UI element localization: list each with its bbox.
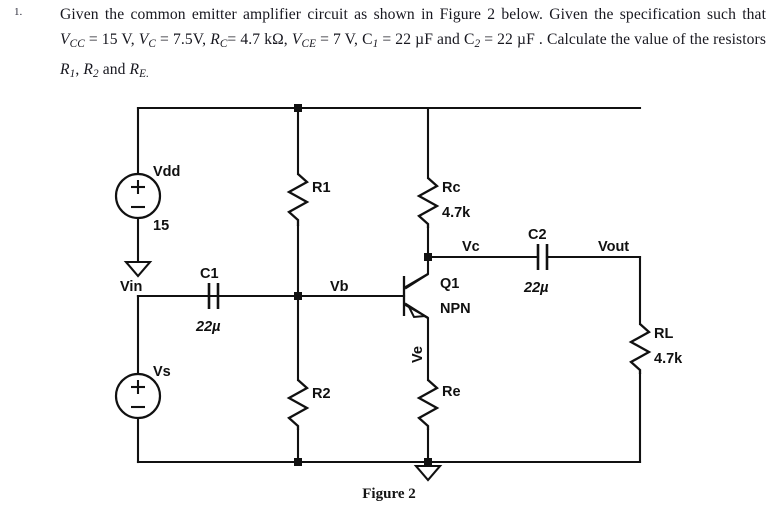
circuit-schematic: Vdd 15 Vin Vs C1 22µ R1 [114,104,683,482]
value-rc: 4.7k [442,205,471,221]
junction-dot-r2-ground [294,458,302,466]
symbol-c1-sub: 1 [372,38,379,51]
value-c2: 22µ [523,280,549,296]
value-vce: = 7 V, C [316,31,373,48]
wire-network [136,106,642,464]
question-block: 1. Given the common emitter amplifier ci… [0,0,778,92]
symbol-r1-sub: 1 [69,68,76,81]
symbol-vcc: V [60,31,70,48]
wire-collector-lead [404,255,430,290]
label-vdd: Vdd [153,164,180,180]
resistor-r1[interactable]: R1 [286,173,331,226]
symbol-vc: V [138,31,149,48]
symbol-rc: R [210,31,220,48]
junction-dot-top-r1 [294,104,302,112]
node-label-vb: Vb [330,279,349,295]
figure-caption: Figure 2 [362,486,416,502]
label-q1-type: NPN [440,301,471,317]
label-r1: R1 [312,180,331,196]
node-label-vout: Vout [598,239,629,255]
question-line-1: Given the common emitter amplifier circu… [60,6,614,23]
source-circle-vs [114,372,162,420]
value-rl: 4.7k [654,351,683,367]
junction-dot-re-ground [424,458,432,466]
question-text: Given the common emitter amplifier circu… [60,2,766,87]
node-label-ve: Ve [410,346,426,363]
symbol-re: R [129,61,140,79]
source-circle-vdd [114,172,162,220]
r2-zigzag [286,379,310,430]
value-c1: = 22 µF and [378,31,460,48]
junction-dot-vb [294,292,302,300]
value-c1: 22µ [195,319,221,335]
symbol-r2-sub: 2 [93,68,99,81]
node-label-vin: Vin [120,279,142,295]
q1-emitter-arrow [406,304,429,319]
comma-1: , [75,61,84,79]
value-c2: = 22 µF . Calculate the value of the res… [480,31,767,48]
label-q1: Q1 [440,276,459,292]
q1-collector-line [403,273,429,289]
transistor-q1[interactable]: Q1 NPN [402,273,471,319]
symbol-vcc-sub: CC [69,38,85,51]
value-vdd: 15 [153,218,169,234]
rl-zigzag [628,323,652,374]
junction-dot-vc [424,253,432,261]
label-rc: Rc [442,180,461,196]
node-label-vc: Vc [462,239,480,255]
ground-triangle-vin [123,260,153,278]
symbol-rc-sub: C [219,38,228,51]
symbol-c2: C [463,31,475,48]
ground-triangle-emitter [413,464,443,482]
capacitor-c2[interactable]: C2 22µ [523,227,549,296]
label-r2: R2 [312,386,331,402]
junction-dots [294,104,432,466]
r1-zigzag [286,173,310,226]
resistor-rc[interactable]: Rc 4.7k [416,177,471,228]
symbol-vce: V [291,31,302,48]
question-number: 1. [14,6,23,18]
ground-symbol-vin [123,260,153,278]
resistor-rl[interactable]: RL 4.7k [628,323,683,374]
conjunction-and: and [98,61,130,79]
symbol-vce-sub: CE [301,38,317,51]
capacitor-c1[interactable]: C1 22µ [195,266,221,335]
rc-zigzag [416,177,440,228]
value-vcc: = 15 V, [84,31,139,48]
voltage-source-vs[interactable]: Vs [114,364,171,420]
resistor-r2[interactable]: R2 [286,379,331,430]
question-line-2-lead: specification such that [619,6,767,23]
re-zigzag [416,379,440,430]
label-re: Re [442,384,461,400]
value-vc: = 7.5V, [156,31,211,48]
label-rl: RL [654,326,673,342]
symbol-re-sub: E. [139,68,150,81]
symbol-c2-sub: 2 [474,38,481,51]
label-c2: C2 [528,227,547,243]
symbol-r1: R [60,61,70,79]
symbol-r2: R [83,61,93,79]
voltage-source-vdd[interactable]: Vdd 15 [114,164,180,234]
label-c1: C1 [200,266,219,282]
ground-symbol-emitter [413,464,443,482]
resistor-re[interactable]: Re [416,379,461,430]
label-vs: Vs [153,364,171,380]
value-rc: = 4.7 kΩ, [227,31,292,48]
symbol-vc-sub: C [148,38,156,51]
